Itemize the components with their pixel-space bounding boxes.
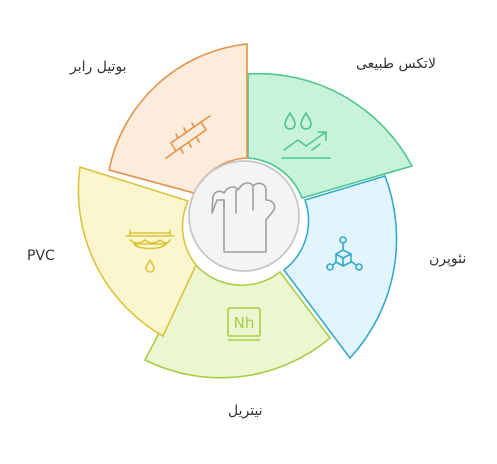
label-natural-latex: لاتکس طبیعی — [356, 56, 436, 72]
vinyl-drip-icon — [125, 229, 175, 273]
molecule-cubes-icon — [326, 236, 363, 271]
segment-natural-latex-wedge — [247, 72, 414, 199]
segment-pvc-wedge — [77, 165, 197, 338]
water-drops-trend-icon — [281, 112, 331, 159]
segment-neoprene-wedge — [282, 175, 398, 360]
label-neoprene: نئوپرن — [429, 251, 467, 267]
label-pvc: PVC — [27, 248, 55, 264]
nh-box-icon-text: Nh — [234, 314, 255, 332]
center-hub — [188, 160, 300, 272]
label-butyl-rubber: بوتیل رابر — [70, 59, 127, 75]
label-nitrile: نیتریل — [228, 403, 263, 419]
segment-pvc — [77, 165, 197, 338]
nh-box-icon: Nh — [227, 307, 261, 341]
segment-neoprene — [282, 175, 398, 360]
glove-hand-icon — [211, 182, 276, 253]
segment-natural-latex — [247, 72, 414, 199]
butyl-chain-icon — [165, 115, 211, 159]
center-circle — [188, 160, 300, 272]
segment-nitrile: Nh — [143, 262, 332, 379]
segment-nitrile-wedge — [143, 262, 332, 379]
